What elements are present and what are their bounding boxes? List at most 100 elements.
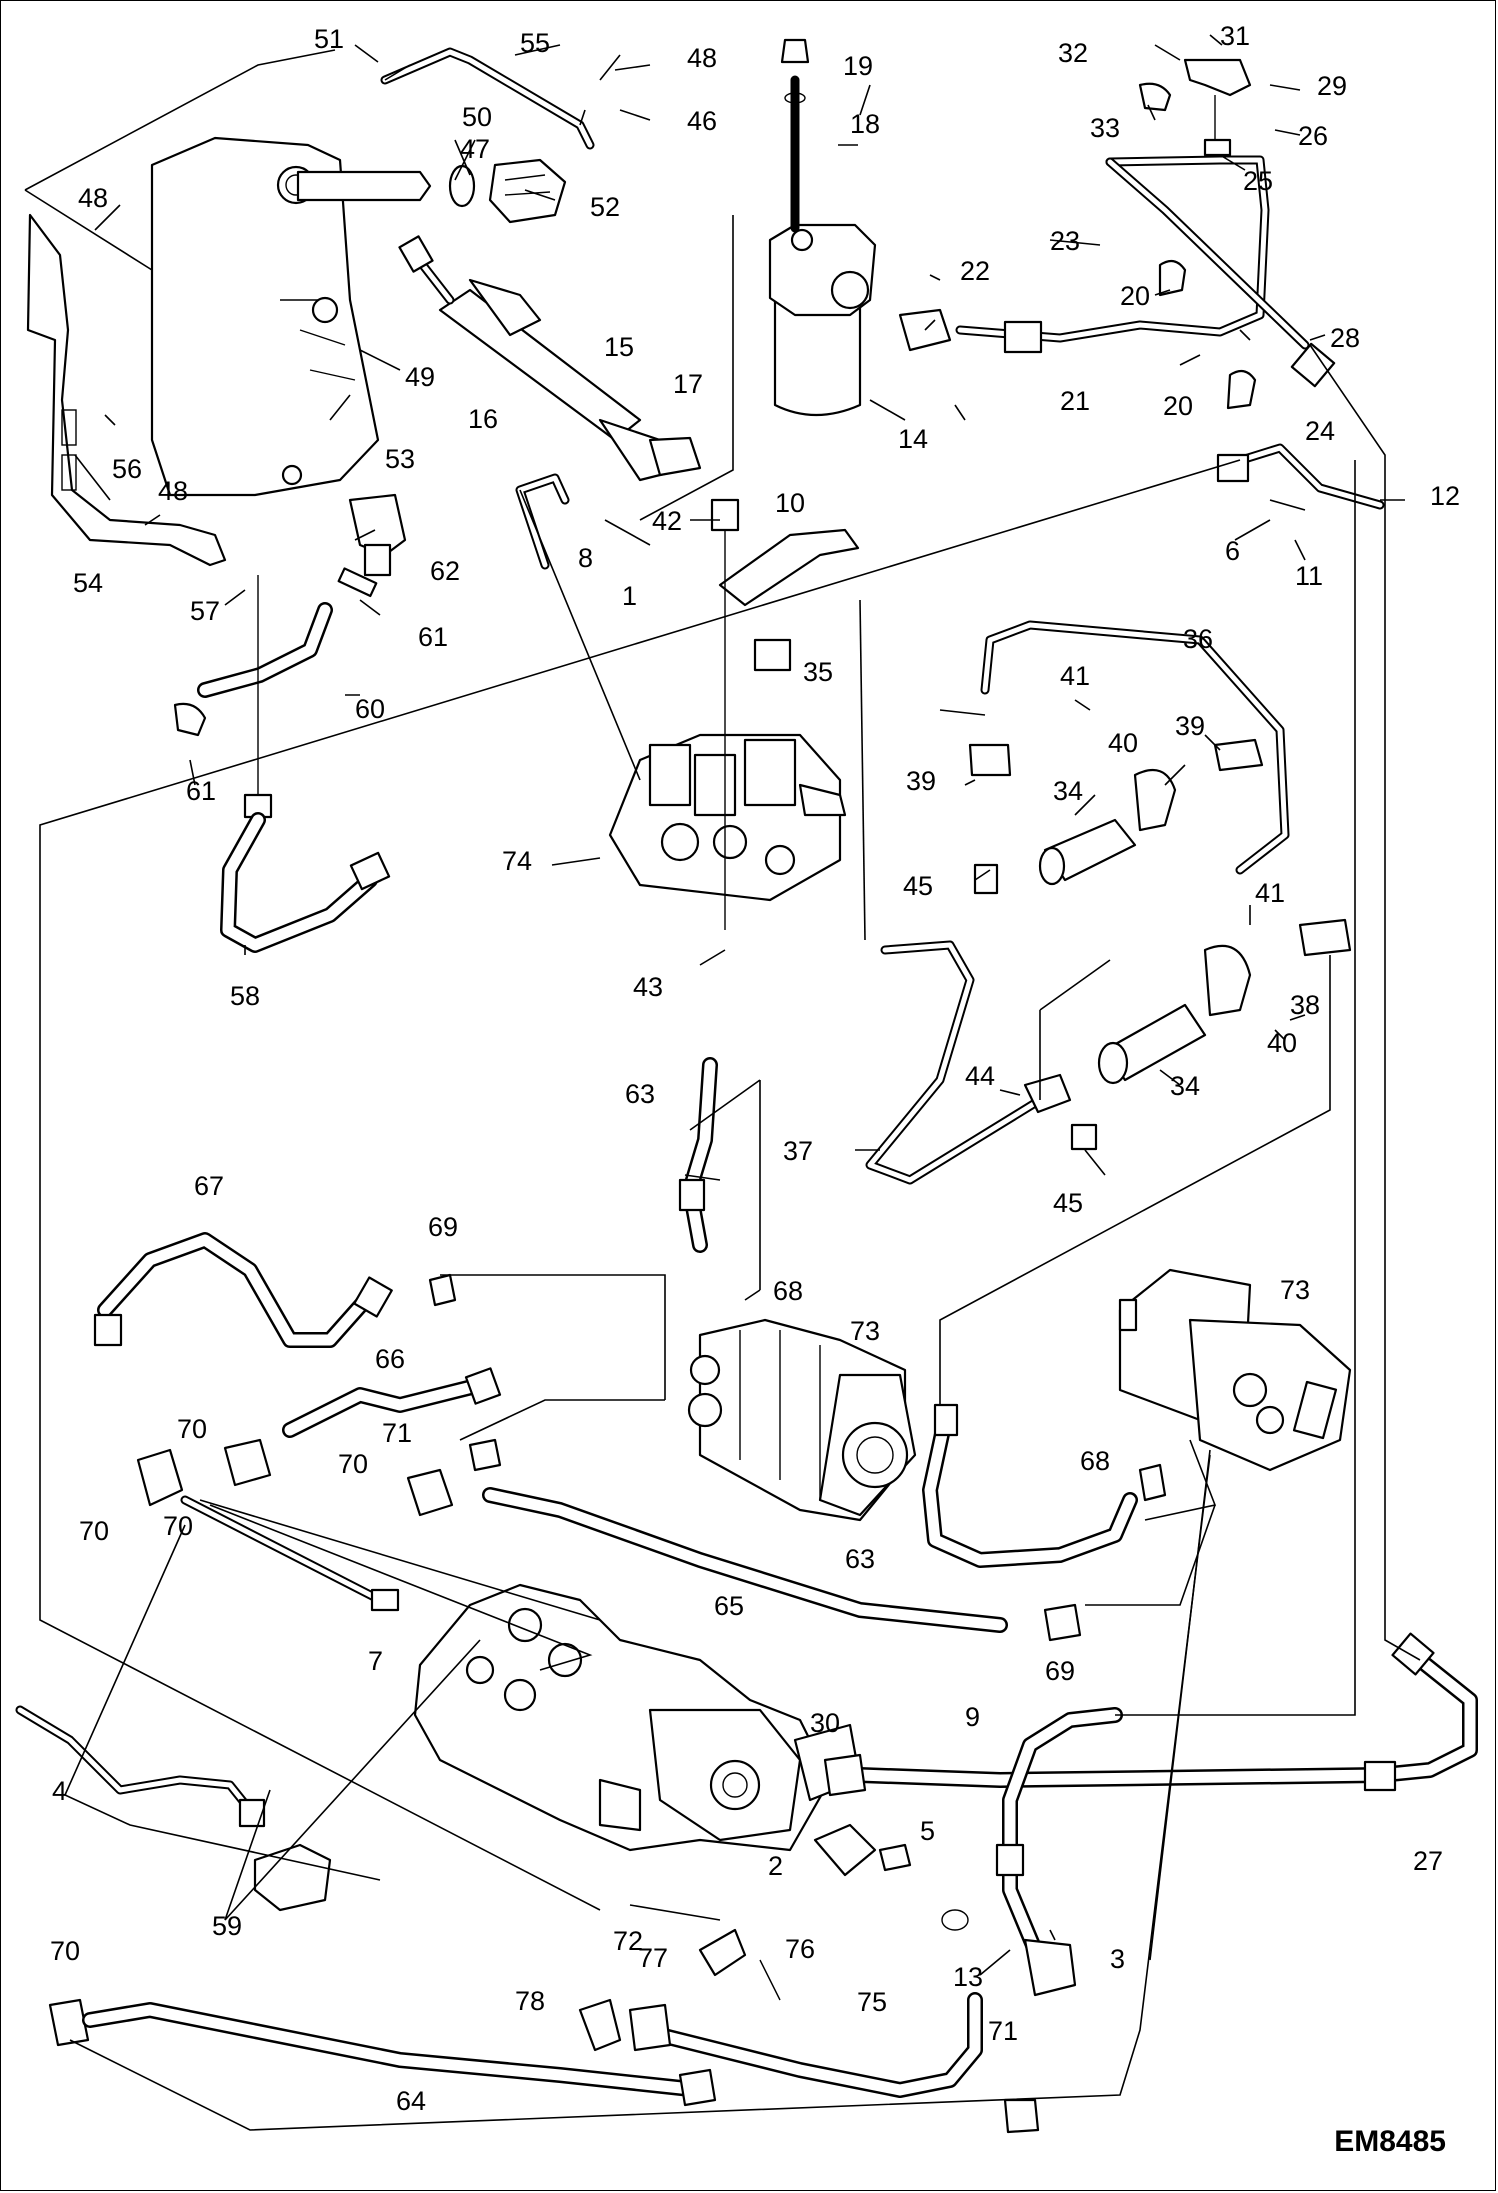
callout-40: 40 [1267,1028,1297,1058]
hose-75 [578,1992,983,2098]
callout-45: 45 [903,871,933,901]
tube-36 [968,620,1290,895]
callout-63: 63 [625,1079,655,1109]
callout-ticks [74,34,1405,1176]
callout-72: 72 [613,1926,643,1956]
suction-fitting-hose [173,493,407,737]
callout-70: 70 [79,1516,109,1546]
callout-14: 14 [898,424,928,454]
hydrostatic-pump [413,1583,862,1852]
callout-22: 22 [960,256,990,286]
tube-8-12 [515,443,1385,570]
callout-28: 28 [1330,323,1360,353]
hose-65 [482,1487,1082,1642]
accumulator-upper [1038,768,1177,886]
callout-45: 45 [1053,1188,1083,1218]
callout-30: 30 [810,1708,840,1738]
callout-65: 65 [714,1591,744,1621]
callout-56: 56 [112,454,142,484]
callout-48: 48 [78,183,108,213]
callout-23: 23 [1050,226,1080,256]
callout-68: 68 [773,1276,803,1306]
callout-59: 59 [212,1911,242,1941]
callout-77: 77 [638,1943,668,1973]
callout-52: 52 [590,192,620,222]
callout-36: 36 [1183,624,1213,654]
hose-64 [82,2002,1040,2134]
callout-4: 4 [52,1776,67,1806]
hose-63-lower [922,1403,1167,1568]
callout-71: 71 [382,1418,412,1448]
hose-66 [282,1367,502,1472]
callout-54: 54 [73,568,103,598]
callout-76: 76 [785,1934,815,1964]
hose-27 [823,1632,1478,1797]
diagram-code: EM8485 [1334,2125,1446,2158]
callout-73: 73 [1280,1275,1310,1305]
callout-37: 37 [783,1136,813,1166]
callout-2: 2 [768,1851,783,1881]
callout-75: 75 [857,1987,887,2017]
callout-40: 40 [1108,728,1138,758]
return-tube-28 [1105,157,1336,410]
callout-73: 73 [850,1316,880,1346]
drive-motor-left [687,1318,917,1522]
callout-10: 10 [775,488,805,518]
callout-63: 63 [845,1544,875,1574]
callout-67: 67 [194,1171,224,1201]
valve-bracket [718,528,860,607]
callout-5: 5 [920,1816,935,1846]
callout-16: 16 [468,404,498,434]
callout-61: 61 [418,622,448,652]
tube-4 [15,1705,332,1912]
callout-41: 41 [1255,878,1285,908]
drive-motor-right [1118,1268,1352,1472]
callout-62: 62 [430,556,460,586]
tube-37 [865,940,1098,1185]
callout-13: 13 [953,1962,983,1992]
hose-67 [93,1232,457,1348]
callout-11: 11 [1295,561,1323,591]
callout-35: 35 [803,657,833,687]
callout-68: 68 [1080,1446,1110,1476]
callout-15: 15 [604,332,634,362]
clamp-77 [698,1928,781,2001]
callout-74: 74 [502,846,532,876]
callout-57: 57 [190,596,220,626]
tube-7 [180,1495,400,1612]
callout-43: 43 [633,972,663,1002]
leader-lines [24,49,1421,2131]
callout-58: 58 [230,981,260,1011]
filter-assembly [768,38,877,417]
callout-39: 39 [906,766,936,796]
callout-32: 32 [1058,38,1088,68]
callout-12: 12 [1430,481,1460,511]
filter-outlet-tube [898,155,1270,354]
callout-18: 18 [850,109,880,139]
callout-70: 70 [338,1449,368,1479]
callout-70: 70 [177,1414,207,1444]
callout-19: 19 [843,51,873,81]
callout-17: 17 [673,369,703,399]
callout-27: 27 [1413,1846,1443,1876]
callout-25: 25 [1243,166,1273,196]
callout-48: 48 [158,476,188,506]
callout-69: 69 [1045,1656,1075,1686]
callout-1: 1 [622,581,637,611]
callout-34: 34 [1170,1071,1200,1101]
callout-34: 34 [1053,776,1083,806]
callout-24: 24 [1305,416,1335,446]
callout-69: 69 [428,1212,458,1242]
callout-33: 33 [1090,113,1120,143]
callout-47: 47 [460,134,490,164]
hydraulic-reservoir [150,136,380,497]
callout-78: 78 [515,1986,545,2016]
callout-41: 41 [1060,661,1090,691]
callout-8: 8 [578,543,593,573]
callout-48: 48 [687,43,717,73]
callout-38: 38 [1290,990,1320,1020]
callout-70: 70 [50,1936,80,1966]
callout-29: 29 [1317,71,1347,101]
